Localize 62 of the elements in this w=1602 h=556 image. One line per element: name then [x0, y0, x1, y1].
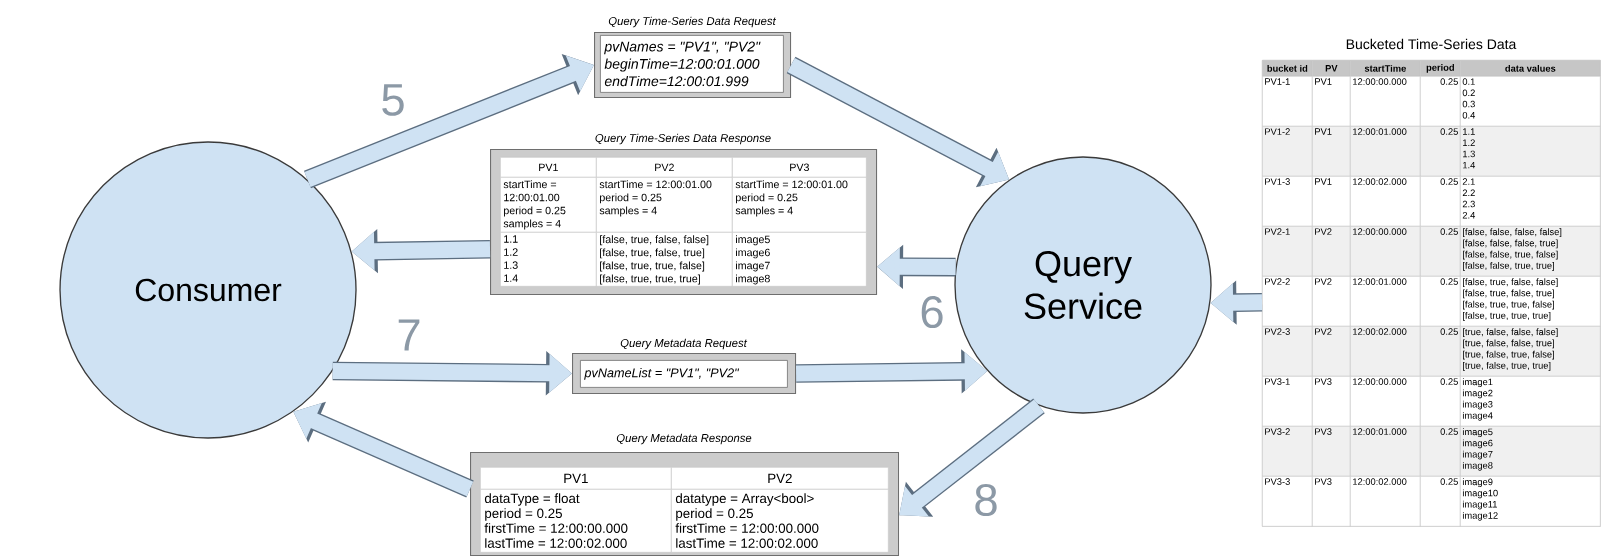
- step-number: 5: [382, 84, 404, 116]
- table-cell: PV3-1: [1262, 376, 1313, 427]
- circle-node: Consumer: [59, 141, 357, 439]
- table-cell: PV3: [732, 157, 867, 178]
- table-cell: 0.25: [1420, 326, 1461, 377]
- table-cell: PV2: [1312, 276, 1351, 327]
- table-cell: PV2: [1312, 226, 1351, 277]
- table-cell: PV1: [500, 157, 597, 178]
- table-cell: 12:00:02.000: [1350, 326, 1421, 377]
- table-cell: 12:00:02.000: [1350, 476, 1421, 527]
- table-cell: PV1: [1312, 176, 1351, 227]
- table-cell: 0.25: [1420, 126, 1461, 177]
- table-cell: PV2: [671, 467, 889, 490]
- block-arrow: [899, 398, 1045, 517]
- table-cell: PV: [1312, 60, 1351, 77]
- table-cell: PV2: [1312, 326, 1351, 377]
- step-number: 8: [975, 483, 997, 517]
- table-cell: PV2: [596, 157, 733, 178]
- table-cell: 0.25: [1420, 76, 1461, 127]
- node-label: Query Time-Series Data Response: [595, 133, 771, 145]
- table-cell: 12:00:00.000: [1350, 76, 1421, 127]
- node-label: Bucketed Time-Series Data: [1346, 38, 1517, 50]
- table-cell: 12:00:01.000: [1350, 426, 1421, 477]
- circle-node: Query Service: [954, 156, 1212, 414]
- table-cell: PV3-3: [1262, 476, 1313, 527]
- table-cell: PV2-3: [1262, 326, 1313, 377]
- table-cell: 12:00:00.000: [1350, 376, 1421, 427]
- table-cell: PV3: [1312, 426, 1351, 477]
- text-box: pvNames = "PV1", "PV2" beginTime=12:00:01.000 endTime=12:00:01.999: [600, 35, 784, 93]
- node-label: Query Time-Series Data Request: [608, 16, 777, 28]
- node-label: Query Metadata Response: [616, 433, 752, 445]
- table-cell: period: [1420, 60, 1461, 77]
- table-cell: 12:00:01.000: [1350, 276, 1421, 327]
- table-cell: PV3: [1312, 376, 1351, 427]
- table-cell: PV3: [1312, 476, 1351, 527]
- table-cell: 0.25: [1420, 276, 1461, 327]
- table-cell: PV1-3: [1262, 176, 1313, 227]
- table-cell: PV1: [1312, 76, 1351, 127]
- table-cell: [false, true, false, false] [false, true, false, true] [false, true, true, false] [false, true, true, true]: [596, 232, 733, 287]
- table-cell: 1.1 1.2 1.3 1.4: [500, 232, 597, 287]
- step-number: 7: [398, 319, 420, 351]
- table-cell: PV1-1: [1262, 76, 1313, 127]
- step-number: 6: [921, 295, 943, 329]
- table-cell: PV2-1: [1262, 226, 1313, 277]
- table-cell: 0.25: [1420, 426, 1461, 477]
- table-cell: 0.25: [1420, 376, 1461, 427]
- table-cell: PV2-2: [1262, 276, 1313, 327]
- table-cell: PV1-2: [1262, 126, 1313, 177]
- table-cell: 0.25: [1420, 226, 1461, 277]
- table-cell: bucket id: [1262, 60, 1313, 77]
- table-cell: 12:00:02.000: [1350, 176, 1421, 227]
- table-cell: 0.25: [1420, 476, 1461, 527]
- table-cell: PV1: [480, 467, 672, 490]
- table-cell: startTime: [1350, 60, 1421, 77]
- node-label: Query Metadata Request: [620, 338, 748, 350]
- table-cell: 12:00:00.000: [1350, 226, 1421, 277]
- table-cell: 0.25: [1420, 176, 1461, 227]
- text-box: pvNameList = "PV1", "PV2": [580, 360, 788, 388]
- table-cell: 12:00:01.000: [1350, 126, 1421, 177]
- table-cell: PV1: [1312, 126, 1351, 177]
- table-cell: image5 image6 image7 image8: [732, 232, 867, 287]
- table-cell: PV3-2: [1262, 426, 1313, 477]
